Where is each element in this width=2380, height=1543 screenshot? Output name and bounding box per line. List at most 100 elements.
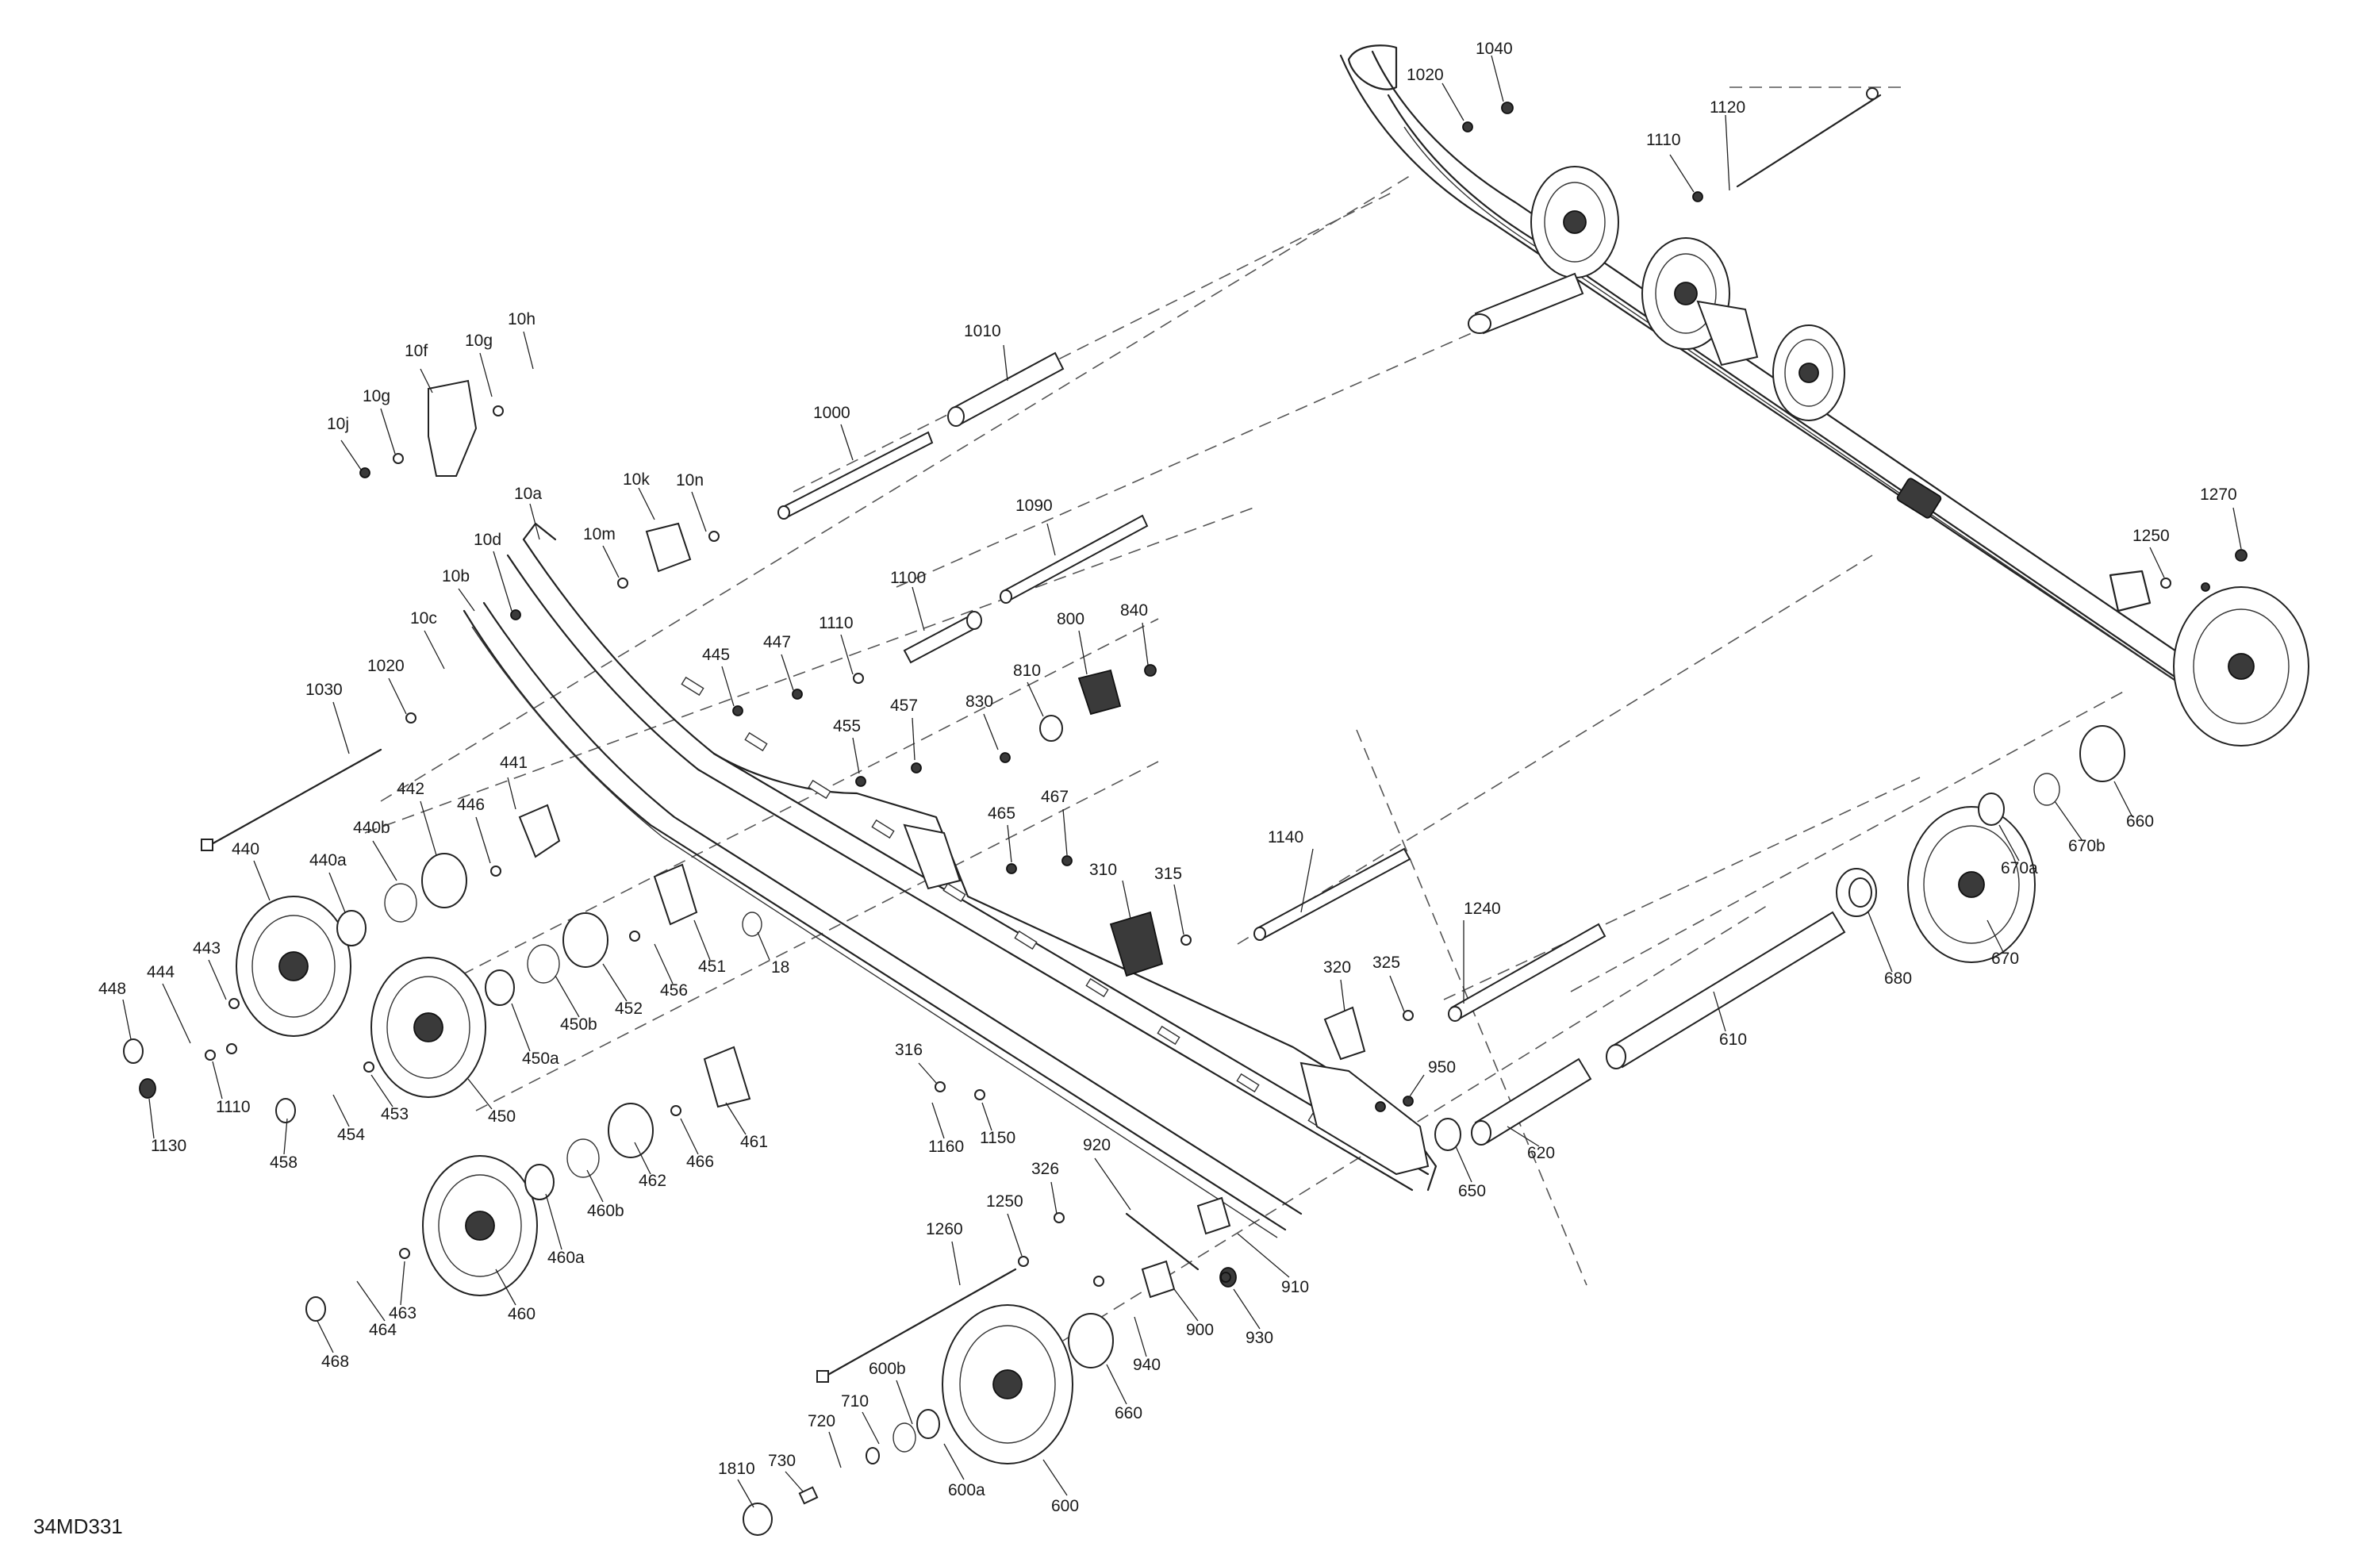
- callout-670b: 670b: [2068, 837, 2106, 855]
- callout-463: 463: [389, 1304, 416, 1322]
- callout-900: 900: [1186, 1321, 1214, 1339]
- callout-445: 445: [702, 646, 730, 664]
- callout-447: 447: [763, 633, 791, 651]
- callout-442: 442: [397, 780, 424, 798]
- callout-1030: 1030: [305, 681, 343, 699]
- callout-1110: 1110: [819, 614, 854, 632]
- callout-1260: 1260: [926, 1220, 963, 1238]
- callout-1110: 1110: [1646, 131, 1681, 149]
- callout-1270: 1270: [2200, 486, 2237, 504]
- callout-830: 830: [965, 693, 993, 711]
- callout-680: 680: [1884, 969, 1912, 988]
- callout-10n: 10n: [676, 471, 704, 489]
- callout-800: 800: [1057, 610, 1084, 628]
- callout-10f: 10f: [405, 342, 428, 360]
- callout-310: 310: [1089, 861, 1117, 879]
- callout-462: 462: [639, 1172, 666, 1190]
- callout-10b: 10b: [442, 567, 470, 585]
- callout-1020: 1020: [1407, 66, 1444, 84]
- callout-443: 443: [193, 939, 221, 958]
- callout-440b: 440b: [353, 819, 390, 837]
- callout-452: 452: [615, 1000, 643, 1018]
- callout-467: 467: [1041, 788, 1069, 806]
- callout-labels: 1040 1020 1120 1110 1010 1000 1090 1100 …: [33, 40, 2237, 1538]
- callout-600: 600: [1051, 1497, 1079, 1515]
- callout-320: 320: [1323, 958, 1351, 977]
- callout-930: 930: [1246, 1329, 1273, 1347]
- callout-1090: 1090: [1015, 497, 1053, 515]
- callout-444: 444: [147, 963, 175, 981]
- callout-466: 466: [686, 1153, 714, 1171]
- far-rail-assembly: [1339, 44, 2309, 747]
- callout-441: 441: [500, 754, 528, 772]
- callout-840: 840: [1120, 601, 1148, 620]
- callout-600a: 600a: [948, 1481, 985, 1499]
- callout-451: 451: [698, 958, 726, 976]
- callout-940: 940: [1133, 1356, 1161, 1374]
- callout-1100: 1100: [890, 569, 926, 587]
- callout-620: 620: [1527, 1144, 1555, 1162]
- callout-1160: 1160: [928, 1138, 964, 1156]
- callout-910: 910: [1281, 1278, 1309, 1296]
- callout-465: 465: [988, 804, 1015, 823]
- callout-1040: 1040: [1476, 40, 1513, 58]
- callout-315: 315: [1154, 865, 1182, 883]
- callout-10c: 10c: [410, 609, 437, 628]
- callout-464: 464: [369, 1321, 397, 1339]
- callout-468: 468: [321, 1353, 349, 1371]
- callout-460: 460: [508, 1305, 536, 1323]
- callout-448: 448: [98, 980, 126, 998]
- assembly-axes: [364, 86, 2127, 1341]
- callout-600b: 600b: [869, 1360, 906, 1378]
- callout-1110: 1110: [216, 1098, 251, 1116]
- callout-440: 440: [232, 840, 259, 858]
- callout-950: 950: [1428, 1058, 1456, 1077]
- callout-458: 458: [270, 1153, 298, 1172]
- callout-710: 710: [841, 1392, 869, 1411]
- callout-455: 455: [833, 717, 861, 735]
- callout-10k: 10k: [623, 470, 650, 489]
- callout-670a: 670a: [2001, 859, 2038, 877]
- callout-450b: 450b: [560, 1015, 597, 1034]
- callout-440a: 440a: [309, 851, 347, 869]
- callout-1000: 1000: [813, 404, 850, 422]
- callout-10j: 10j: [327, 415, 349, 433]
- callout-10h: 10h: [508, 310, 536, 328]
- leader-lines: [122, 55, 2242, 1508]
- near-rail-assembly: [463, 522, 1438, 1238]
- callout-650: 650: [1458, 1182, 1486, 1200]
- callout-10a: 10a: [514, 485, 542, 503]
- callout-10m: 10m: [583, 525, 616, 543]
- callout-720: 720: [808, 1412, 835, 1430]
- callout-457: 457: [890, 697, 918, 715]
- callout-1020: 1020: [367, 657, 405, 675]
- small-parts: [123, 102, 2248, 1536]
- callout-461: 461: [740, 1133, 768, 1151]
- callout-10g: 10g: [363, 387, 390, 405]
- callout-446: 446: [457, 796, 485, 814]
- callout-450a: 450a: [522, 1050, 559, 1068]
- callout-1250: 1250: [2132, 527, 2170, 545]
- callout-1250: 1250: [986, 1192, 1023, 1211]
- callout-453: 453: [381, 1105, 409, 1123]
- callout-454: 454: [337, 1126, 365, 1144]
- callout-610: 610: [1719, 1031, 1747, 1049]
- callout-1120: 1120: [1710, 98, 1745, 117]
- callout-10g: 10g: [465, 332, 493, 350]
- callout-456: 456: [660, 981, 688, 1000]
- shafts: [201, 87, 1882, 1383]
- callout-1150: 1150: [980, 1129, 1015, 1147]
- callout-325: 325: [1372, 954, 1400, 972]
- callout-460b: 460b: [587, 1202, 624, 1220]
- callout-10d: 10d: [474, 531, 501, 549]
- callout-18: 18: [771, 958, 789, 977]
- callout-460a: 460a: [547, 1249, 585, 1267]
- callout-450: 450: [488, 1107, 516, 1126]
- callout-1140: 1140: [1268, 828, 1303, 846]
- callout-670: 670: [1991, 950, 2019, 968]
- callout-920: 920: [1083, 1136, 1111, 1154]
- callout-730: 730: [768, 1452, 796, 1470]
- callout-1010: 1010: [964, 322, 1001, 340]
- callout-1810: 1810: [718, 1460, 755, 1478]
